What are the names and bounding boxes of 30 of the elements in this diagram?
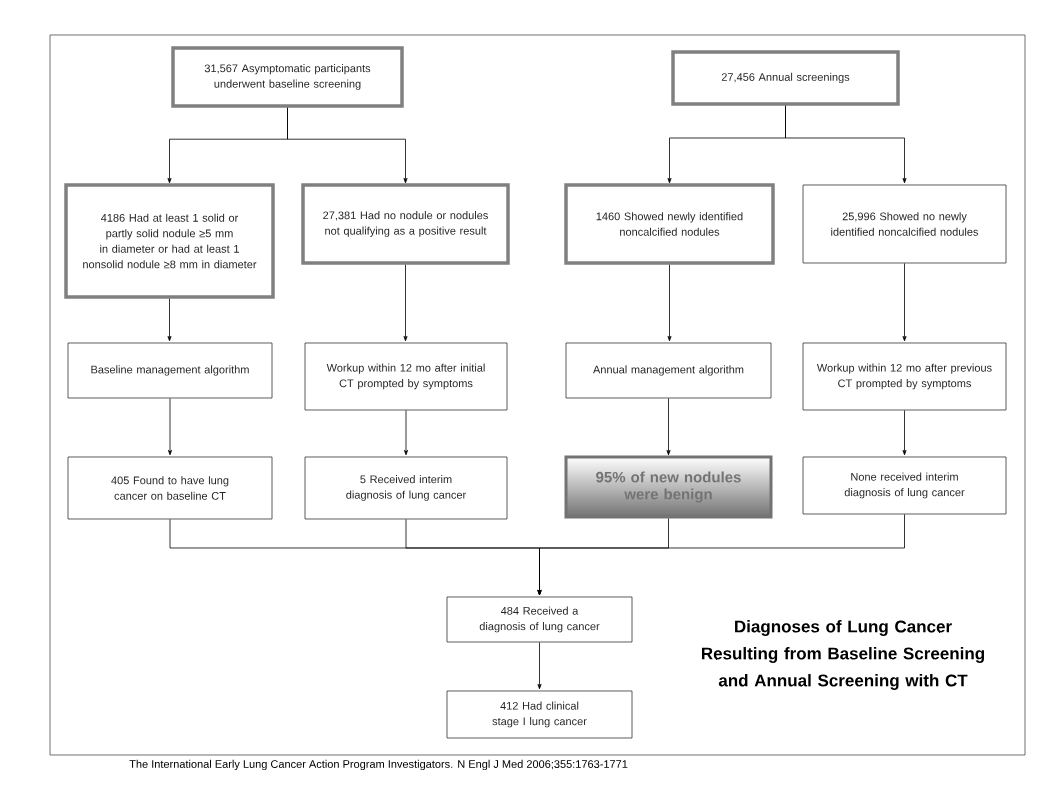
process-box: Annual management algorithm [565,342,772,399]
arrow [666,398,671,456]
process-box: None received interim diagnosis of lung cancer [802,456,1007,515]
arrow [168,398,172,456]
process-box: 25,996 Showed no newly identified noncalcified nodules [802,184,1007,264]
process-box: 412 Had clinical stage I lung cancer [446,690,633,739]
process-box: Workup within 12 mo after previous CT prompted by symptoms [802,342,1007,411]
arrow [167,298,172,342]
arrow [667,264,672,342]
process-box: Baseline management algorithm [67,342,273,399]
highlighted-box: 1460 Showed newly identified noncalcified nodules [564,183,775,265]
arrow [404,410,408,456]
title: Diagnoses of Lung Cancer Resulting from Baseline Screening and Annual Screening with CT [702,620,984,690]
highlighted-box: 4186 Had at least 1 solid or partly solid nodule ≥5 mm in diameter or had at least 1 nonsolid nodule ≥8 mm in diameter [64,183,275,299]
process-box: Workup within 12 mo after initial CT prompted by symptoms [304,342,508,411]
process-box: 5 Received interim diagnosis of lung cancer [304,456,508,520]
highlighted-box: 95% of new nodules were benign [564,455,773,519]
arrow [902,410,907,456]
process-box: 484 Received a diagnosis of lung cancer [446,596,633,643]
arrow [537,514,905,596]
arrow [902,263,907,342]
caption: The International Early Lung Cancer Action Program Investigators. N Engl J Med 2006;355:1763-1771 [129,759,628,771]
process-box: 405 Found to have lung cancer on baseline CT [67,456,273,520]
arrow [287,107,408,184]
highlighted-box: 27,456 Annual screenings [671,50,900,106]
arrow [537,642,542,690]
arrow [785,105,907,184]
highlighted-box: 31,567 Asymptomatic participants underwent baseline screening [171,46,404,108]
arrow [403,264,408,342]
highlighted-box: 27,381 Had no nodule or nodules not qualifying as a positive result [301,183,510,265]
